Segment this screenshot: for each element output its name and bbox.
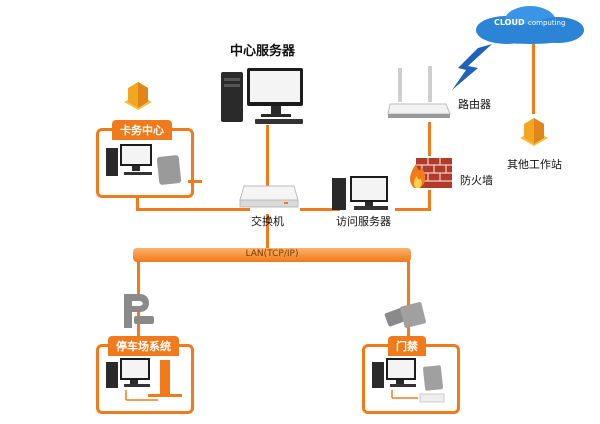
firewall-icon <box>410 158 452 188</box>
door-pc-icon <box>372 358 445 403</box>
wire-access-firewall <box>395 208 430 211</box>
router-icon <box>387 66 451 118</box>
lan-bus: LAN(TCP/IP) <box>133 248 411 262</box>
wire-firewall-drop <box>428 190 431 211</box>
lan-label: LAN(TCP/IP) <box>245 249 299 259</box>
switch-label: 交换机 <box>251 215 284 228</box>
cloud-icon <box>476 6 584 44</box>
wire-lan-door <box>407 260 410 340</box>
wire-switch-lan <box>266 214 269 250</box>
lightning-icon <box>452 44 492 90</box>
cloud-brand: CLOUD <box>494 18 525 27</box>
workstation-building-icon <box>520 118 548 146</box>
router-label: 路由器 <box>458 98 491 111</box>
wire-server-switch <box>266 125 269 187</box>
card-center-pc-icon <box>106 144 182 185</box>
wire-card-right <box>188 180 202 183</box>
center-server-label: 中心服务器 <box>230 44 296 59</box>
cloud-sub: computing <box>528 19 566 27</box>
wire-switch-access <box>300 208 340 211</box>
wire-card-switch <box>136 208 250 211</box>
firewall-label: 防火墙 <box>460 174 493 187</box>
access-server-label: 访问服务器 <box>336 215 391 228</box>
parking-label: 停车场系统 <box>108 336 179 356</box>
parking-icon <box>124 294 154 328</box>
center-server-icon <box>221 68 303 124</box>
parking-pc-icon <box>106 358 182 401</box>
wire-cloud-workstation <box>532 42 535 114</box>
wire-router-firewall <box>428 122 431 156</box>
door-card-icon <box>384 302 426 328</box>
switch-icon <box>239 185 299 208</box>
other-workstation-label: 其他工作站 <box>507 158 562 171</box>
card-center-building-icon <box>124 82 152 110</box>
door-label: 门禁 <box>388 336 426 356</box>
access-server-icon <box>332 176 388 210</box>
wire-card-drop <box>136 190 139 210</box>
card-center-label: 卡务中心 <box>112 120 172 140</box>
